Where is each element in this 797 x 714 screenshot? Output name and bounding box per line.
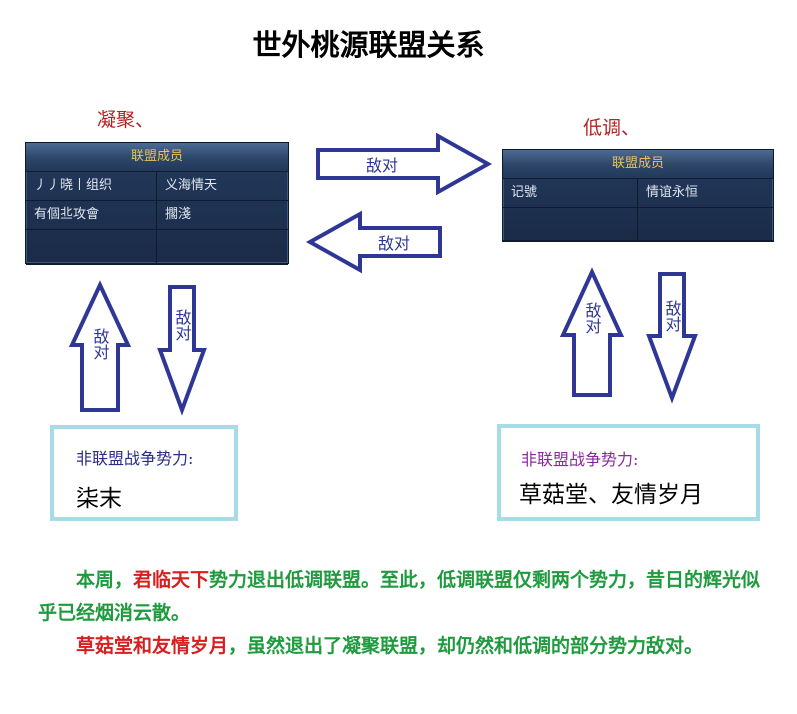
member-cell-empty[interactable] xyxy=(503,208,638,241)
arrow-left-icon xyxy=(305,210,442,274)
member-cell-empty[interactable] xyxy=(26,230,157,265)
left-alliance-panel: 联盟成员 丿丿晓丨组织 义海情天 有個丠攻會 擱淺 xyxy=(25,142,289,265)
right-alliance-panel: 联盟成员 记號 情谊永恒 xyxy=(502,149,774,242)
box-value: 草菇堂、友情岁月 xyxy=(519,482,703,508)
paragraph-1: 本周，君临天下势力退出低调联盟。至此，低调联盟仅剩两个势力，昔日的辉光似乎已经烟… xyxy=(38,569,761,624)
arrow-label: 敌对 xyxy=(366,156,398,175)
paragraph-2: 草菇堂和友情岁月，虽然退出了凝聚联盟，却仍然和低调的部分势力敌对。 xyxy=(76,635,704,657)
box-label: 非联盟战争势力: xyxy=(521,450,639,469)
member-cell[interactable]: 擱淺 xyxy=(157,201,288,230)
arrow-label: 敌对 xyxy=(583,302,602,334)
arrow-label: 敌对 xyxy=(378,234,410,253)
box-value: 柒末 xyxy=(76,486,122,512)
right-panel-header: 联盟成员 xyxy=(503,150,773,179)
member-cell-empty[interactable] xyxy=(638,208,773,241)
right-non-alliance-box: 非联盟战争势力: 草菇堂、友情岁月 xyxy=(497,424,760,521)
member-cell[interactable]: 情谊永恒 xyxy=(638,179,773,208)
box-label: 非联盟战争势力: xyxy=(76,449,194,468)
member-cell[interactable]: 有個丠攻會 xyxy=(26,201,157,230)
arrow-right-icon xyxy=(316,132,493,196)
left-alliance-name: 凝聚、 xyxy=(97,109,155,131)
left-non-alliance-box: 非联盟战争势力: 柒末 xyxy=(50,425,238,521)
right-alliance-name: 低调、 xyxy=(583,117,641,139)
arrow-down-icon xyxy=(646,272,698,404)
member-cell-empty[interactable] xyxy=(157,230,288,265)
left-member-grid: 丿丿晓丨组织 义海情天 有個丠攻會 擱淺 xyxy=(26,172,288,265)
right-member-grid: 记號 情谊永恒 xyxy=(503,179,773,241)
news-paragraph: 本周，君临天下势力退出低调联盟。至此，低调联盟仅剩两个势力，昔日的辉光似乎已经烟… xyxy=(38,564,778,663)
member-cell[interactable]: 丿丿晓丨组织 xyxy=(26,172,157,201)
left-panel-header: 联盟成员 xyxy=(26,143,288,172)
member-cell[interactable]: 义海情天 xyxy=(157,172,288,201)
page-title: 世外桃源联盟关系 xyxy=(252,28,485,62)
arrow-label: 敌对 xyxy=(91,328,110,360)
arrow-down-icon xyxy=(157,285,207,416)
arrow-up-icon xyxy=(68,280,132,412)
arrow-up-icon xyxy=(559,267,625,397)
member-cell[interactable]: 记號 xyxy=(503,179,638,208)
arrow-label: 敌对 xyxy=(173,309,192,341)
arrow-label: 敌对 xyxy=(663,300,682,332)
